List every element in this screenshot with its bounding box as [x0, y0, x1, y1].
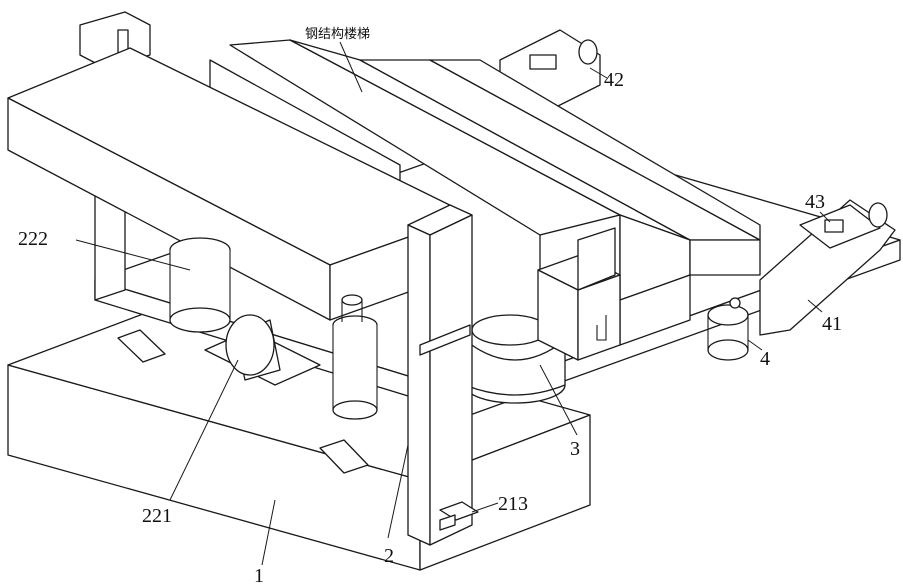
- label-2: 2: [384, 545, 394, 567]
- motor-222: [170, 238, 230, 332]
- label-41: 41: [822, 313, 842, 335]
- label-1: 1: [254, 565, 264, 587]
- hinge-4: [708, 298, 748, 360]
- label-42: 42: [604, 69, 624, 91]
- label-4: 4: [760, 348, 770, 370]
- label-221: 221: [142, 505, 172, 527]
- label-222: 222: [18, 228, 48, 250]
- label-43: 43: [805, 191, 825, 213]
- label-3: 3: [570, 438, 580, 460]
- vertical-post-2: [408, 205, 472, 545]
- label-213: 213: [498, 493, 528, 515]
- title-label: 钢结构楼梯: [305, 27, 370, 42]
